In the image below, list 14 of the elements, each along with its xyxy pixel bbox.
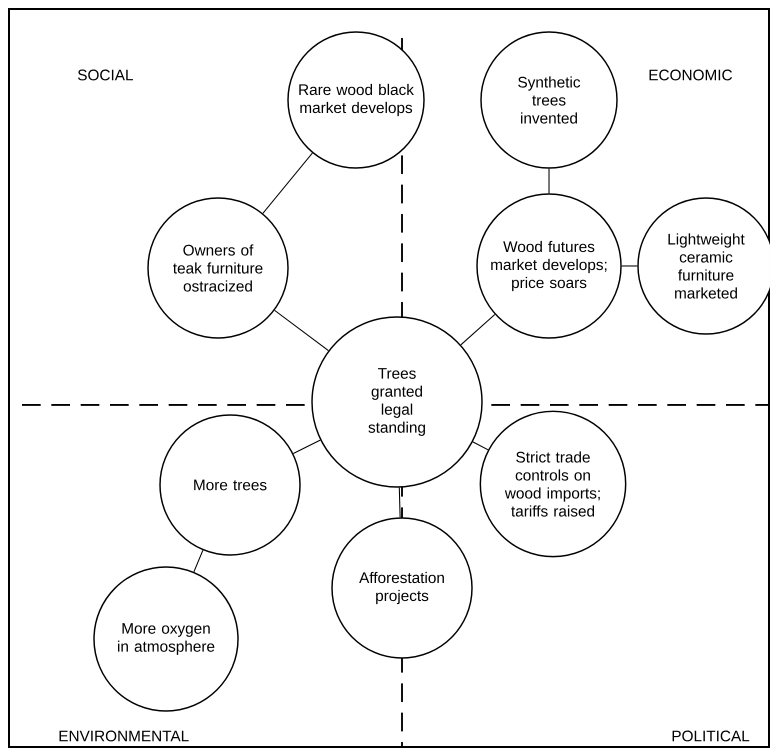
quadrant-label: SOCIAL (78, 70, 133, 80)
connector-line (293, 440, 320, 454)
connector-line (548, 168, 550, 194)
quadrant-label: POLITICAL (672, 730, 750, 742)
connector-line (262, 152, 313, 214)
connector-line (398, 488, 401, 518)
node-label: Lightweight ceramic furniture marketed (668, 233, 745, 299)
connector-line (622, 265, 638, 267)
connector-line (472, 441, 488, 450)
connector-line (274, 310, 329, 352)
quadrant-label: ENVIRONMENTAL (60, 730, 189, 742)
quadrant-label: ECONOMIC (650, 70, 732, 80)
connector-line (460, 314, 496, 346)
connector-line (193, 550, 204, 572)
